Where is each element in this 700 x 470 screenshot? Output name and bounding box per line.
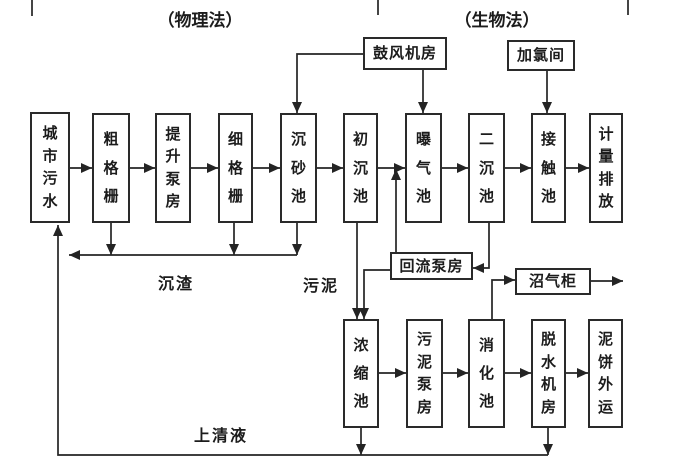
digester-to-biogas-line (491, 275, 515, 319)
box-return-pump-house: 回流泵房 (390, 252, 473, 280)
box-chlorination-room: 加氯间 (507, 40, 575, 71)
box-dewatering-house: 脱水机房 (531, 319, 566, 428)
box-aeration-tank: 曝气池 (405, 113, 442, 223)
flow-label-sediment: 沉渣 (157, 274, 195, 293)
box-fine-screen: 细格栅 (218, 113, 253, 223)
secondary-to-return-line (473, 223, 490, 273)
box-thickening-tank: 浓缩池 (343, 319, 379, 428)
box-sludge-pump-house: 污泥泵房 (406, 319, 443, 428)
excess-sludge-line (359, 269, 390, 319)
flow-label-sludge: 污泥 (302, 276, 340, 295)
box-biogas-holder: 沼气柜 (515, 268, 591, 295)
box-coarse-screen: 粗格栅 (92, 113, 130, 223)
box-contact-tank: 接触池 (531, 113, 566, 223)
section-label-physical: （物理法） (157, 11, 243, 31)
box-cake-transport: 泥饼外运 (588, 319, 623, 428)
blower-to-grit-line (292, 53, 363, 113)
box-secondary-sedimentation: 二沉池 (468, 113, 505, 223)
box-primary-sedimentation: 初沉池 (343, 113, 378, 223)
flow-label-supernatant: 上清液 (193, 426, 249, 445)
box-metered-discharge: 计量排放 (589, 113, 623, 223)
box-city-sewage: 城市污水 (30, 112, 70, 223)
box-grit-chamber: 沉砂池 (280, 113, 317, 223)
box-blower-house: 鼓风机房 (363, 37, 447, 70)
section-label-biological: （生物法） (454, 11, 540, 31)
box-lift-pump-house: 提升泵房 (155, 113, 191, 223)
supernatant-return-line (53, 225, 548, 456)
box-digestion-tank: 消化池 (468, 319, 505, 428)
